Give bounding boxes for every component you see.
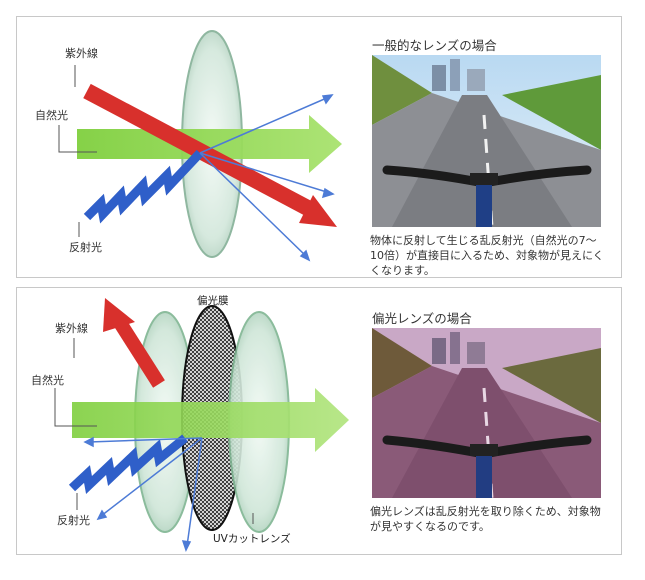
normal-lens-caption: 物体に反射して生じる乱反射光（自然光の7～10倍）が直接目に入るため、対象物が見… bbox=[370, 233, 610, 278]
uv-label: 紫外線 bbox=[55, 321, 88, 335]
polarized-lens-title: 偏光レンズの場合 bbox=[372, 308, 472, 327]
polarized-lens-photo bbox=[372, 328, 601, 498]
natural-light-label: 自然光 bbox=[35, 108, 68, 122]
bicycle-photo-illustration bbox=[372, 55, 601, 227]
normal-lens-diagram: 紫外線 自然光 反射光 bbox=[17, 17, 367, 279]
normal-lens-photo bbox=[372, 55, 601, 227]
natural-light-label: 自然光 bbox=[31, 373, 64, 387]
reflected-light-label: 反射光 bbox=[69, 240, 102, 254]
polarized-lens-caption: 偏光レンズは乱反射光を取り除くため、対象物が見やすくなるのです。 bbox=[370, 504, 610, 534]
reflected-light-label: 反射光 bbox=[57, 513, 90, 527]
polarized-film-label: 偏光膜 bbox=[197, 294, 229, 307]
bottom-panel: 偏光膜 紫外線 自然光 反射光 UVカットレンズ 偏光レンズの場合 偏光レンズは… bbox=[16, 287, 622, 555]
normal-lens-title: 一般的なレンズの場合 bbox=[372, 35, 497, 54]
polarized-lens-diagram: 偏光膜 紫外線 自然光 反射光 UVカットレンズ bbox=[17, 288, 367, 556]
uv-label: 紫外線 bbox=[65, 46, 98, 60]
top-panel: 紫外線 自然光 反射光 一般的なレンズの場合 物体に反射して生じ bbox=[16, 16, 622, 278]
bicycle-photo-illustration-tinted bbox=[372, 328, 601, 498]
uv-cut-lens-label: UVカットレンズ bbox=[213, 532, 291, 545]
